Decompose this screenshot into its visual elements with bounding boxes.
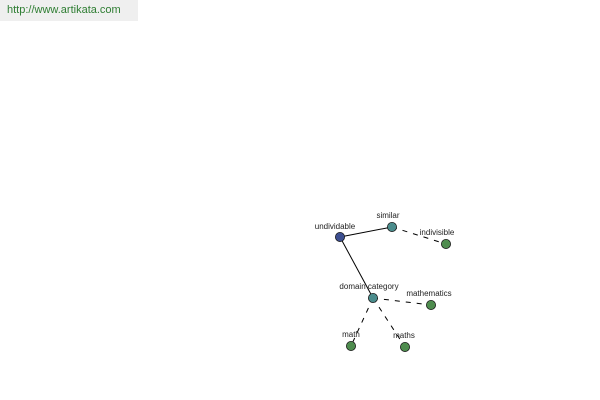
node-label-indivisible: indivisible: [420, 228, 455, 237]
node-dot-indivisible[interactable]: [440, 238, 451, 249]
node-dot-mathematics[interactable]: [425, 299, 436, 310]
node-dot-maths[interactable]: [399, 341, 410, 352]
graph-edges: [339, 226, 447, 348]
graph-nodes: undividable similar indivisible domain cate…: [315, 211, 455, 352]
node-math[interactable]: math: [342, 330, 360, 351]
node-dot-math[interactable]: [345, 340, 356, 351]
node-label-mathematics: mathematics: [406, 289, 451, 298]
node-dot-undividable[interactable]: [334, 231, 345, 242]
node-label-similar: similar: [376, 211, 399, 220]
edge-similar-to-indivisible: [391, 226, 447, 245]
node-label-math: math: [342, 330, 360, 339]
node-indivisible[interactable]: indivisible: [420, 228, 455, 249]
edge-domain-category-to-math: [350, 297, 374, 347]
site-url-link[interactable]: http://www.artikata.com: [0, 0, 138, 21]
edge-undividable-to-similar: [339, 226, 393, 238]
node-similar[interactable]: similar: [376, 211, 400, 232]
node-dot-similar[interactable]: [386, 221, 397, 232]
node-label-maths: maths: [393, 331, 415, 340]
node-dot-domain-category[interactable]: [367, 292, 378, 303]
node-domain-category[interactable]: domain category: [339, 282, 399, 303]
node-label-undividable: undividable: [315, 222, 356, 231]
node-mathematics[interactable]: mathematics: [406, 289, 452, 310]
node-label-domain-category: domain category: [339, 282, 398, 291]
node-maths[interactable]: maths: [393, 331, 415, 352]
edge-domain-category-to-maths: [372, 297, 406, 348]
edge-undividable-to-domain-category: [339, 236, 374, 299]
edge-domain-category-to-mathematics: [372, 297, 432, 306]
node-undividable[interactable]: undividable: [315, 222, 356, 242]
